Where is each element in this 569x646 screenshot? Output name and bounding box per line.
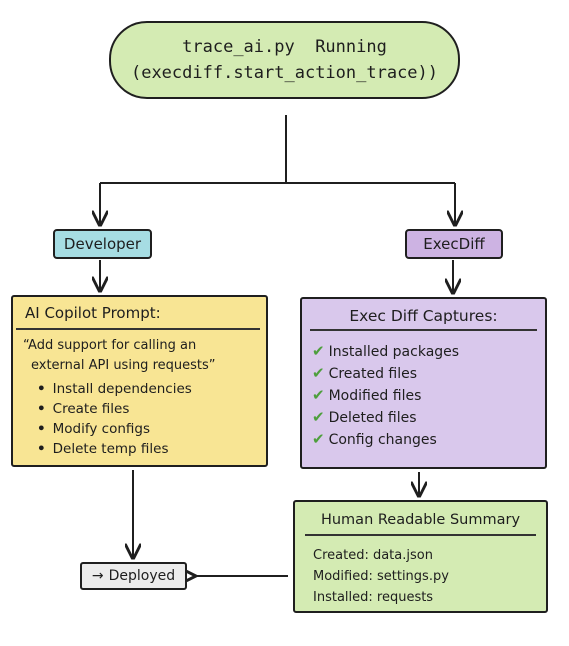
captures-title: Exec Diff Captures: [310,299,537,331]
checkmark-icon: ✔ [312,408,325,426]
list-item: ✔Installed packages [312,342,460,360]
prompt-bullet-list: Install dependencies Create files Modify… [13,379,266,459]
list-item: ✔Config changes [312,430,437,448]
list-item: Install dependencies [37,379,266,399]
trace-running-line2: (execdiff.start_action_trace)) [130,63,439,83]
copilot-prompt-quote: “Add support for calling an external API… [13,330,266,376]
developer-label: Developer [63,235,142,253]
checkmark-icon: ✔ [312,430,325,448]
copilot-prompt-box: AI Copilot Prompt: “Add support for call… [11,295,268,467]
deployed-node: → Deployed [80,562,187,590]
captures-list: ✔Installed packages ✔Created files ✔Modi… [302,341,545,451]
summary-row: Created: data.json [313,548,433,563]
summary-title: Human Readable Summary [305,502,536,536]
summary-row: Modified: settings.py [313,569,449,584]
list-item: ✔Deleted files [312,408,417,426]
list-item: ✔Modified files [312,386,422,404]
checkmark-icon: ✔ [312,364,325,382]
quote-line-2: external API using requests” [31,358,216,373]
execdiff-label: ExecDiff [423,235,485,253]
arrow-right-icon: → [91,568,104,584]
deployed-label: Deployed [108,568,176,584]
execdiff-captures-box: Exec Diff Captures: ✔Installed packages … [300,297,547,469]
summary-rows: Created: data.json Modified: settings.py… [295,536,546,608]
trace-running-line1: trace_ai.py Running [182,37,387,57]
developer-node: Developer [53,229,152,259]
human-readable-summary-box: Human Readable Summary Created: data.jso… [293,500,548,613]
list-item: Create files [37,399,266,419]
checkmark-icon: ✔ [312,342,325,360]
checkmark-icon: ✔ [312,386,325,404]
trace-running-node: trace_ai.py Running (execdiff.start_acti… [109,21,460,99]
summary-row: Installed: requests [313,590,434,605]
list-item: Delete temp files [37,439,266,459]
quote-line-1: “Add support for calling an [23,338,197,353]
copilot-prompt-title: AI Copilot Prompt: [16,297,260,330]
execdiff-node: ExecDiff [405,229,503,259]
list-item: ✔Created files [312,364,418,382]
list-item: Modify configs [37,419,266,439]
